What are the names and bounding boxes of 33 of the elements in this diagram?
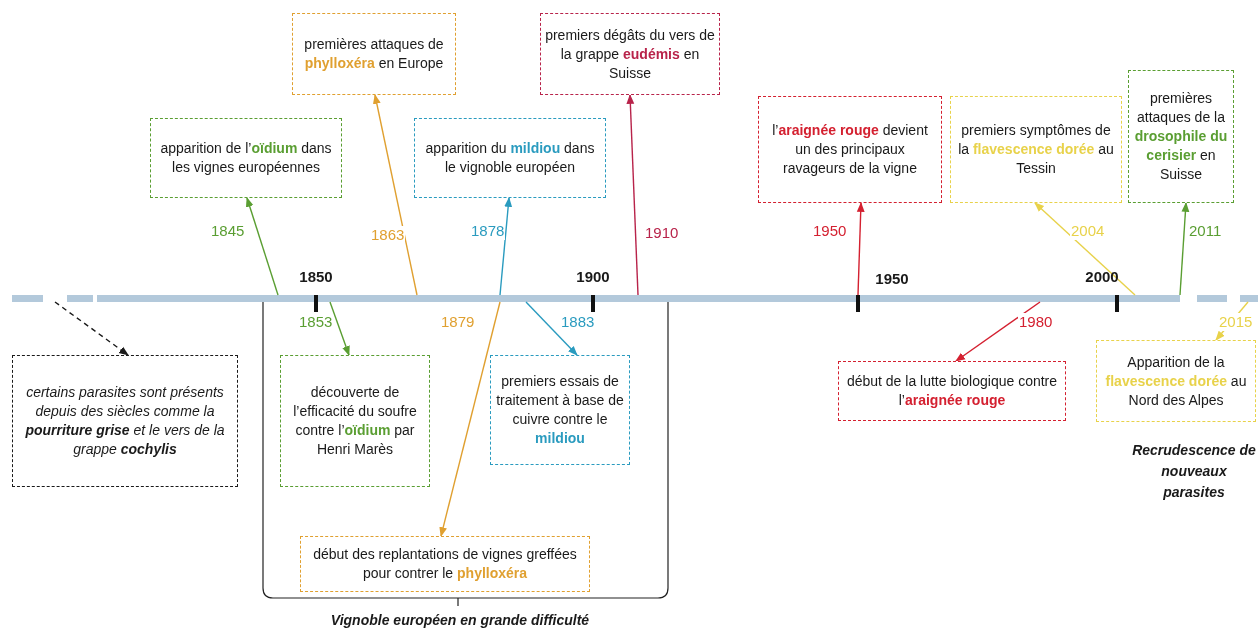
event-box: premiers essais de traitement à base de cuivre contre le mildiou [490,355,630,465]
event-box: premières attaques de la drosophile du cerisier en Suisse [1128,70,1234,203]
edge-label: 1863 [370,226,406,244]
arrow [373,94,418,296]
event-box: premiers dégâts du vers de la grappe eudémis en Suisse [540,13,720,95]
year-label: 1950 [874,269,910,289]
year-label: 1900 [575,267,611,287]
period-label: Recrudescence de nouveaux parasites [1131,441,1257,502]
event-box: Apparition de la flavescence dorée au Nord des Alpes [1096,340,1256,422]
arrow [499,197,513,296]
event-box: début des replantations de vignes greffées pour contrer le phylloxéra [300,536,590,592]
arrow [54,301,129,356]
event-box: premiers symptômes de la flavescence dorée au Tessin [950,96,1122,203]
event-box: apparition de l’oïdium dans les vignes européennes [150,118,342,198]
arrow [955,301,1041,362]
edge-label: 2015 [1218,313,1254,331]
arrow [856,202,865,296]
arrow [525,301,578,356]
event-box: certains parasites sont présents depuis des siècles comme la pourriture grise et le vers de la grappe cochylis [12,355,238,487]
event-box: début de la lutte biologique contre l’araignée rouge [838,361,1066,421]
arrow [245,197,279,296]
period-label: Vignoble européen en grande difficulté [330,611,590,630]
arrow [439,301,501,537]
year-label: 2000 [1084,267,1120,287]
arrow [1179,202,1190,296]
event-box: apparition du mildiou dans le vignoble européen [414,118,606,198]
event-box: découverte de l’efficacité du soufre contre l’oïdium par Henri Marès [280,355,430,487]
year-label: 1850 [298,267,334,287]
event-box: l’araignée rouge devient un des principaux ravageurs de la vigne [758,96,942,203]
arrow [1034,202,1136,296]
arrow [329,301,350,356]
event-box: premières attaques de phylloxéra en Europe [292,13,456,95]
arrow [626,94,639,296]
